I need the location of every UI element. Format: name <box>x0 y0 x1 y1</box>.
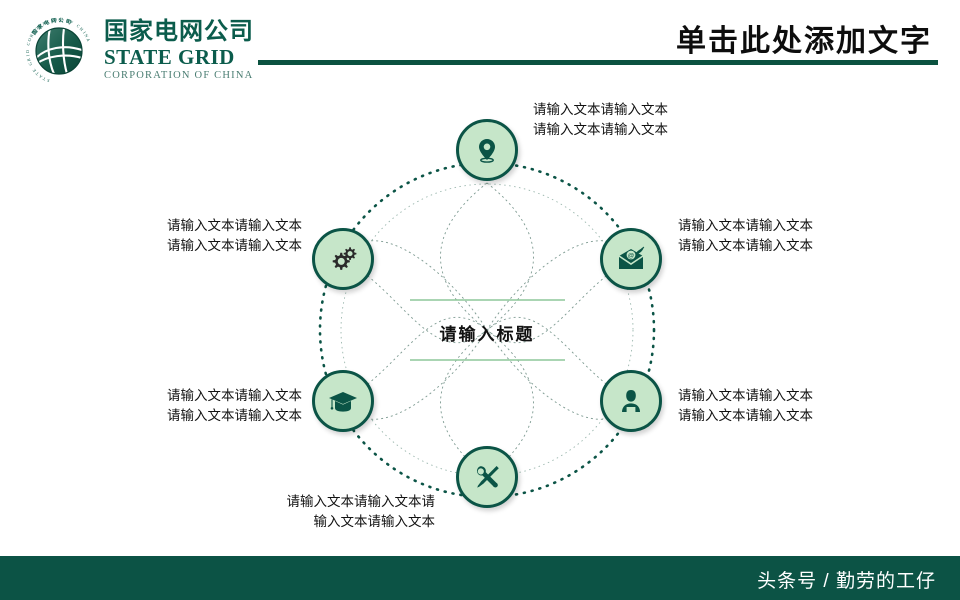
node-lower-right-person[interactable] <box>600 370 662 432</box>
svg-text:R: R <box>26 58 32 62</box>
map-pin-icon <box>473 136 501 164</box>
logo-en-name: STATE GRID <box>104 45 235 70</box>
node-upper-left-settings[interactable] <box>312 228 374 290</box>
svg-text:C: C <box>26 42 32 46</box>
logo-cn-name: 国家电网公司 <box>104 18 254 46</box>
label-top-line-2: 请输入文本请输入文本 <box>533 122 668 137</box>
label-lower-right-line-1: 请输入文本请输入文本 <box>678 388 813 403</box>
svg-text:R: R <box>29 33 35 38</box>
page-title: 单击此处添加文字 <box>676 25 932 58</box>
svg-text:公: 公 <box>58 17 64 24</box>
label-lower-right-line-2: 请输入文本请输入文本 <box>678 408 813 423</box>
label-bottom: 请输入文本请输入文本请 输入文本请输入文本 <box>110 492 436 532</box>
svg-text:G: G <box>27 61 33 66</box>
svg-text:@: @ <box>628 253 635 260</box>
svg-text:家: 家 <box>35 21 45 31</box>
svg-text:H: H <box>79 26 85 32</box>
label-upper-left-line-2: 请输入文本请输入文本 <box>167 238 302 253</box>
inner-dotted-ring <box>340 183 634 477</box>
graduation-cap-icon <box>328 388 358 414</box>
svg-text:T: T <box>34 71 40 77</box>
label-lower-left-line-2: 请输入文本请输入文本 <box>167 408 302 423</box>
footer-bar: 头条号 / 勤劳的工仔 <box>0 556 960 600</box>
node-lower-left-education[interactable] <box>312 370 374 432</box>
label-lower-left: 请输入文本请输入文本 请输入文本请输入文本 <box>0 386 302 426</box>
svg-text:I: I <box>51 18 54 23</box>
email-envelope-icon: @ <box>616 245 646 273</box>
label-upper-right: 请输入文本请输入文本 请输入文本请输入文本 <box>678 216 813 256</box>
tools-wrench-screwdriver-icon <box>472 462 502 492</box>
svg-text:S: S <box>46 78 51 84</box>
logo-wordmark: 国家电网公司 STATE GRID CORPORATION OF CHINA <box>104 20 254 82</box>
svg-text:国: 国 <box>30 27 40 36</box>
svg-text:T: T <box>45 19 50 25</box>
state-grid-logo: 国 家 电 网 公 司 S T A T E G R I D C <box>20 10 260 92</box>
svg-text:A: A <box>85 37 91 43</box>
label-top: 请输入文本请输入文本 请输入文本请输入文本 <box>533 100 668 140</box>
svg-text:N: N <box>84 33 90 38</box>
label-bottom-line-1: 请输入文本请输入文本请 <box>286 494 436 509</box>
label-lower-right: 请输入文本请输入文本 请输入文本请输入文本 <box>678 386 813 426</box>
svg-text:T: T <box>42 76 47 82</box>
header-divider <box>258 60 938 65</box>
svg-text:网: 网 <box>50 16 57 25</box>
svg-text:I: I <box>82 30 87 35</box>
node-bottom-tools[interactable] <box>456 446 518 508</box>
svg-text:D: D <box>25 50 30 53</box>
footer-credit: 头条号 / 勤劳的工仔 <box>757 571 936 592</box>
svg-text:A: A <box>41 20 47 26</box>
svg-text:N: N <box>58 17 61 22</box>
svg-text:C: C <box>76 23 82 29</box>
node-top-map-pin[interactable] <box>456 119 518 181</box>
svg-text:电: 电 <box>42 18 51 28</box>
svg-text:司: 司 <box>65 17 72 26</box>
hexagonal-cycle-diagram: 请输入标题 @ <box>0 72 960 552</box>
person-user-icon <box>617 387 645 415</box>
gears-settings-icon <box>328 245 358 273</box>
center-accent-lines <box>410 299 565 361</box>
center-title: 请输入标题 <box>439 325 535 344</box>
svg-text:O: O <box>34 26 40 32</box>
label-upper-left: 请输入文本请输入文本 请输入文本请输入文本 <box>0 216 302 256</box>
outer-dotted-ring <box>318 161 656 499</box>
node-upper-right-email[interactable]: @ <box>600 228 662 290</box>
svg-text:E: E <box>31 68 37 73</box>
state-grid-globe-icon: 国 家 电 网 公 司 S T A T E G R I D C <box>20 12 98 90</box>
label-top-line-1: 请输入文本请输入文本 <box>533 102 668 117</box>
svg-text:R: R <box>37 23 42 29</box>
svg-text:A: A <box>37 73 43 79</box>
logo-en-subtitle: CORPORATION OF CHINA <box>104 70 254 82</box>
label-upper-left-line-1: 请输入文本请输入文本 <box>167 218 302 233</box>
svg-text:F: F <box>70 19 75 25</box>
label-lower-left-line-1: 请输入文本请输入文本 <box>167 388 302 403</box>
svg-text:I: I <box>25 54 30 57</box>
label-upper-right-line-1: 请输入文本请输入文本 <box>678 218 813 233</box>
label-bottom-line-2: 输入文本请输入文本 <box>313 514 436 529</box>
label-upper-right-line-2: 请输入文本请输入文本 <box>678 238 813 253</box>
svg-text:P: P <box>31 29 37 34</box>
svg-text:O: O <box>27 37 33 42</box>
svg-text:O: O <box>54 17 58 22</box>
svg-text:O: O <box>65 18 70 24</box>
